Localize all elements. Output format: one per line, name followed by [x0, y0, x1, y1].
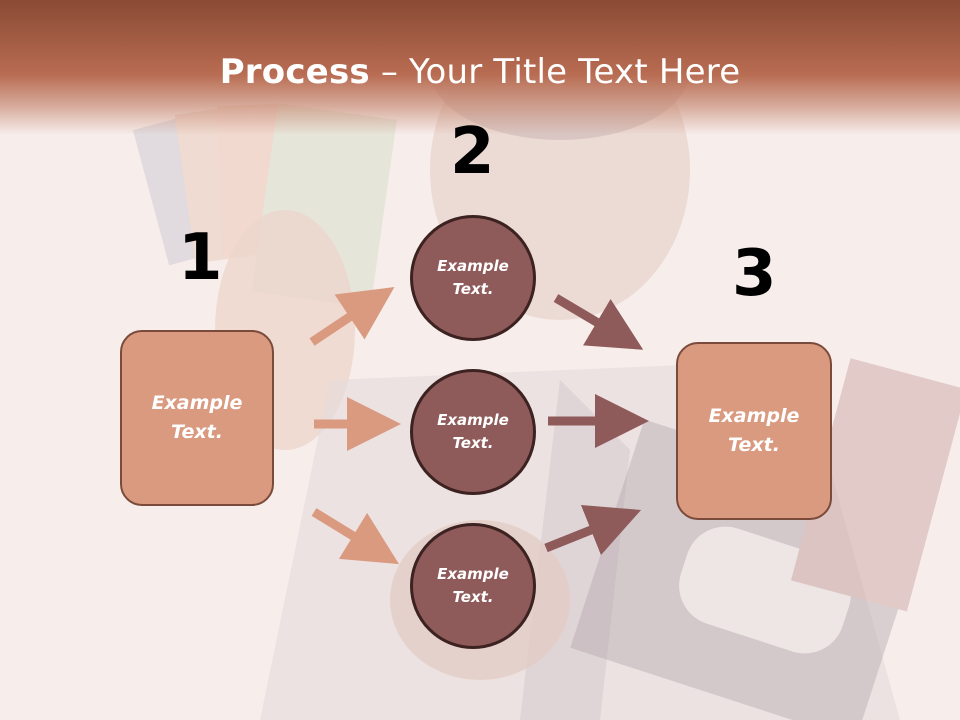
process-circle-1[interactable]: Example Text.	[410, 215, 536, 341]
title-bar	[0, 0, 960, 135]
right-step-box[interactable]: Example Text.	[676, 342, 832, 520]
step-number-2: 2	[450, 115, 495, 189]
left-step-box[interactable]: Example Text.	[120, 330, 274, 506]
step-number-1: 1	[178, 221, 223, 295]
process-circle-3[interactable]: Example Text.	[410, 523, 536, 649]
process-circle-2-label: Example Text.	[437, 411, 509, 452]
slide-title: Process – Your Title Text Here	[0, 52, 960, 92]
process-circle-1-label: Example Text.	[437, 257, 509, 298]
title-rest: – Your Title Text Here	[369, 52, 741, 92]
process-circle-2[interactable]: Example Text.	[410, 369, 536, 495]
left-step-label: Example Text.	[151, 392, 243, 443]
process-circle-3-label: Example Text.	[437, 565, 509, 606]
right-step-label: Example Text.	[708, 405, 800, 456]
title-bold: Process	[219, 52, 370, 92]
step-number-3: 3	[732, 237, 777, 311]
